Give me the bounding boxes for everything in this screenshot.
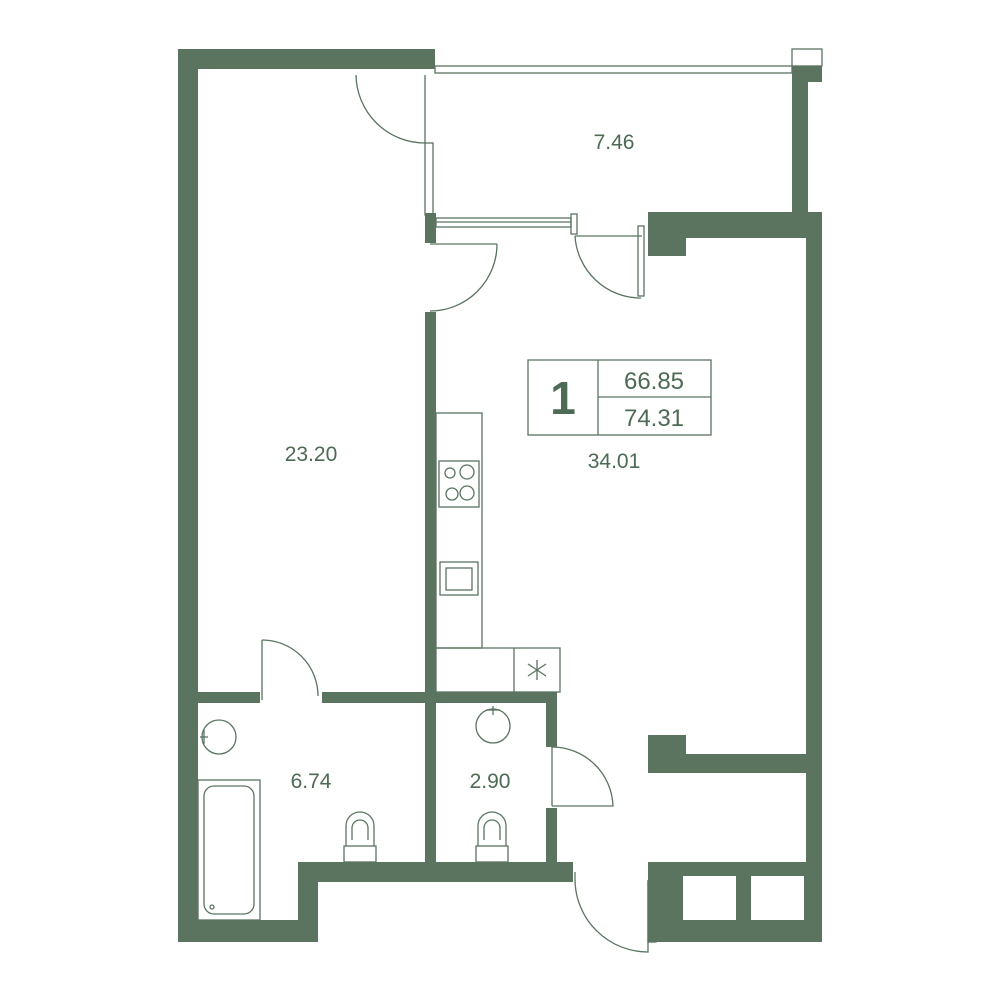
sink-icon [439, 561, 479, 596]
fan-icon [527, 660, 547, 680]
apartment-info-box: 1 66.85 74.31 [527, 359, 712, 436]
wall-divider-vertical [425, 312, 436, 862]
wall-bath-top-left [178, 692, 260, 703]
wall-divider-top [425, 213, 436, 243]
wall-pier-top [648, 212, 686, 256]
wall-toilet-right-bottom [546, 808, 557, 874]
wall-left [178, 49, 198, 942]
stove-icon [438, 460, 480, 508]
balcony-glazing-vertical [424, 142, 434, 216]
wall-bottom-left [178, 920, 318, 942]
door-swing-icon [355, 74, 426, 144]
walls [178, 49, 822, 942]
wall-balcony-right [792, 66, 808, 216]
toilet-fixtures [475, 706, 511, 863]
kitchen-living-area-label: 34.01 [588, 450, 641, 473]
balcony-area-label: 7.46 [594, 131, 635, 154]
door-swing-icon [574, 235, 642, 299]
windows [424, 48, 823, 943]
wall-corner-top-right [792, 66, 822, 82]
bedroom-area-label: 23.20 [285, 443, 338, 466]
kitchen-counter-bottom [435, 647, 561, 693]
toilet-area-label: 2.90 [470, 770, 511, 793]
bathtub-icon [197, 779, 261, 921]
wall-right [806, 212, 822, 942]
washbasin-icon [475, 706, 511, 744]
toilet-icon [343, 811, 377, 863]
wall-right-bottom-h [648, 754, 822, 773]
area-living-total: 66.85 [624, 368, 684, 395]
wall-bath-top-right [322, 692, 556, 703]
toilet-icon [475, 811, 509, 863]
door-swing-icon [429, 243, 498, 312]
balcony-door-jamb-2 [637, 225, 645, 297]
area-total: 74.31 [624, 405, 684, 432]
storage-cell-2 [751, 876, 804, 920]
balcony-door-jamb [570, 213, 578, 235]
doors [261, 74, 649, 953]
kitchen-unit [435, 412, 561, 693]
wall-toilet-right-top [546, 692, 557, 747]
washbasin-icon [200, 719, 237, 755]
rooms-count: 1 [550, 372, 576, 424]
wall-bottom-middle [298, 862, 573, 882]
kitchen-counter [435, 412, 483, 649]
storage-cell-1 [683, 876, 736, 920]
bathroom-area-label: 6.74 [291, 770, 332, 793]
door-swing-icon [261, 639, 319, 700]
wall-top-left [178, 49, 435, 69]
bathroom-fixtures [197, 719, 377, 921]
window-top [434, 65, 793, 74]
door-swing-icon [551, 746, 614, 807]
door-swing-icon [574, 872, 649, 953]
window-corner-post [791, 48, 823, 67]
